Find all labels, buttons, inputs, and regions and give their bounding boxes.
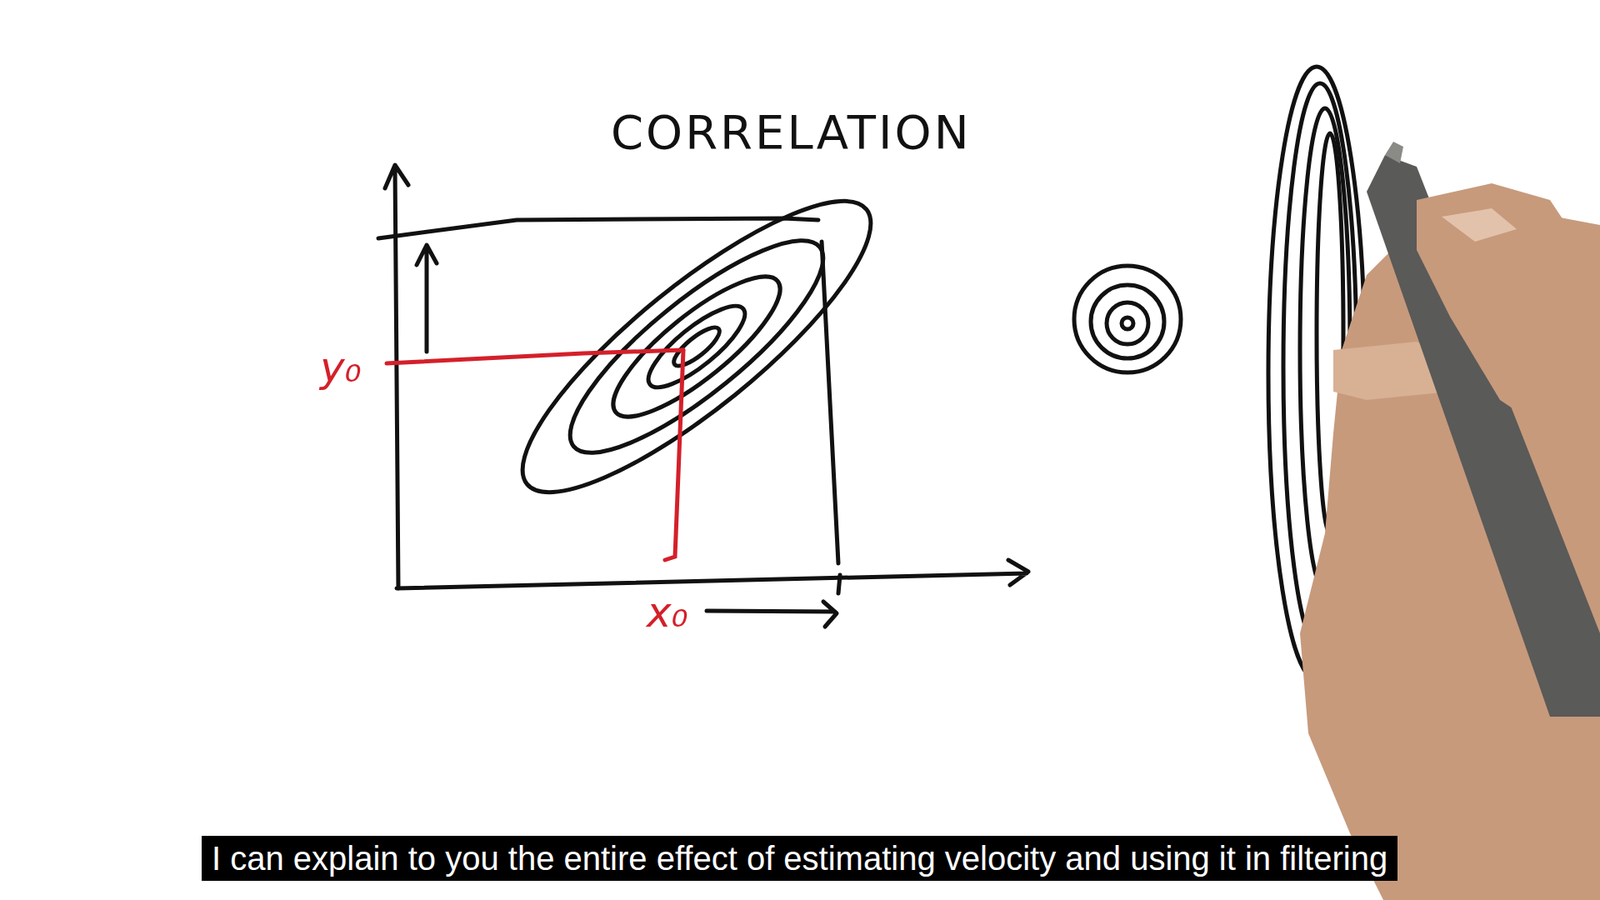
x0-guide — [665, 350, 684, 560]
title: CORRELATION — [610, 105, 972, 160]
x-shift-arrow — [706, 601, 837, 627]
gaussian-contours — [488, 161, 905, 533]
axis-label: x₀ — [646, 588, 689, 637]
round-contours — [1074, 265, 1181, 373]
y-axis — [385, 165, 409, 589]
subtitle-caption: I can explain to you the entire effect o… — [201, 835, 1398, 881]
y0-guide — [386, 350, 684, 364]
range-box — [378, 218, 839, 564]
hand-with-pen — [1300, 141, 1600, 900]
up-arrow — [416, 245, 437, 352]
x-axis — [396, 560, 1029, 589]
tick — [838, 575, 840, 594]
axis-label: y₀ — [320, 343, 362, 392]
